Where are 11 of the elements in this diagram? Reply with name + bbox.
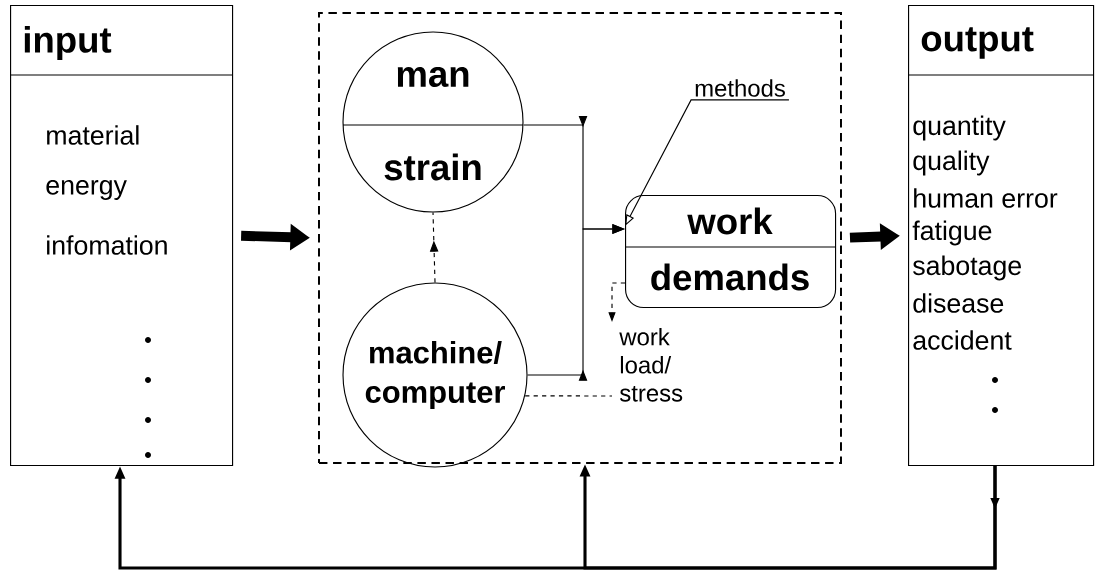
arrow: [114, 466, 1000, 570]
work-box: work demands: [624, 195, 837, 309]
system-box: [318, 12, 842, 464]
arrow: [625, 99, 790, 226]
text-label: methods: [695, 79, 785, 97]
text-label: work load/ stress: [619, 327, 683, 402]
circle-node: man strain: [342, 31, 524, 213]
circle-node: machine/ computer: [342, 282, 528, 468]
input-box: input material energy infomation: [9, 5, 234, 467]
output-box: output quantity quality human error fatigue sabotage disease accident: [907, 5, 1095, 467]
arrow: [429, 212, 439, 283]
